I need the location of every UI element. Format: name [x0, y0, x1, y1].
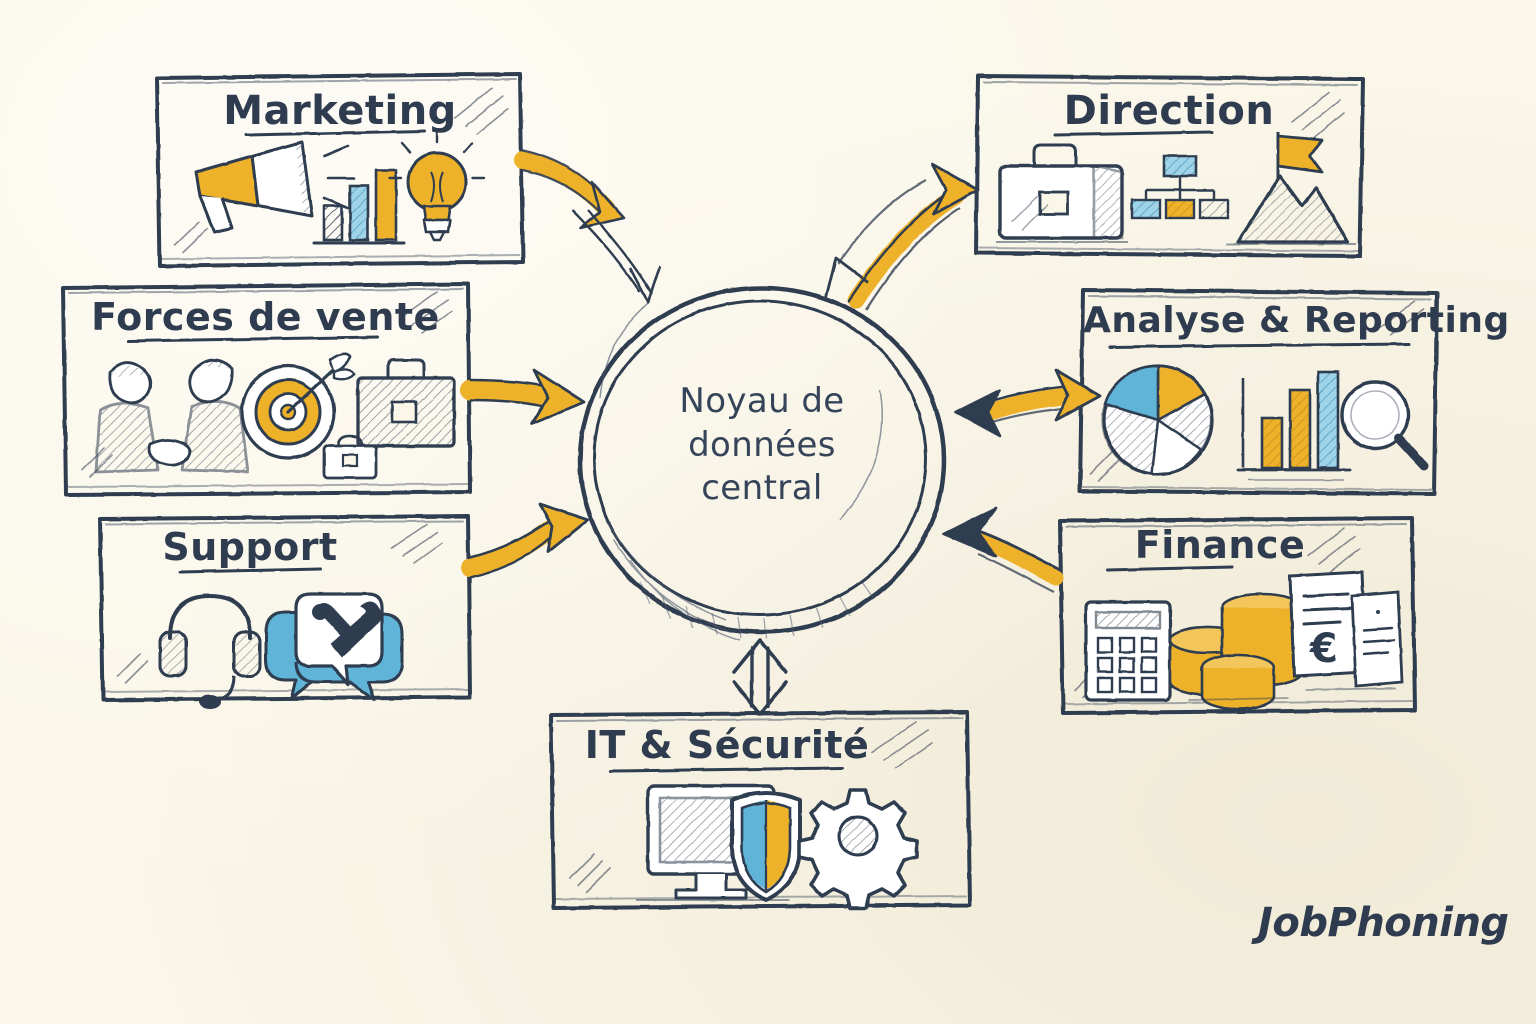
mountain-flag-icon [1226, 132, 1356, 245]
tools-icon [312, 601, 382, 658]
underline-analyse [1108, 342, 1411, 349]
lightbulb-icon [388, 128, 486, 242]
box-title-direction: Direction [1063, 88, 1275, 134]
chat-bubble-icon [264, 592, 404, 702]
icon-group-analyse [1101, 364, 1429, 481]
megaphone-icon [194, 140, 356, 234]
arrow-forces-to-center [460, 368, 586, 426]
invoice-euro-icon: € [1288, 570, 1368, 678]
bar-chart-icon [312, 168, 406, 245]
bar-chart-icon-analyse [1236, 370, 1352, 481]
arrow-finance-to-center [942, 506, 1064, 593]
calculator-icon [1084, 600, 1172, 702]
pie-chart-icon [1101, 364, 1214, 476]
box-frame-direction [974, 74, 1365, 258]
handshake-icon [94, 358, 250, 474]
icon-group-finance: € [1084, 570, 1404, 711]
underline-direction [1053, 130, 1214, 137]
org-chart-icon [1130, 154, 1230, 220]
box-title-support: Support [162, 525, 338, 569]
underline-marketing [244, 129, 426, 137]
central-label-line-1: Noyau de [679, 381, 845, 421]
underline-it [609, 766, 845, 773]
icon-group-marketing [194, 128, 486, 245]
icon-group-it [636, 784, 919, 910]
arrow-support-to-center [460, 502, 590, 580]
box-frame-support [98, 514, 472, 702]
briefcase-icon [356, 358, 456, 448]
arrow-center-analyse [954, 368, 1102, 438]
bag-icon [322, 434, 378, 480]
central-node [577, 285, 947, 641]
arrow-center-direction [824, 162, 980, 311]
headset-icon [158, 593, 262, 709]
box-title-marketing: Marketing [223, 88, 457, 134]
box-frame-analyse [1078, 288, 1439, 496]
gear-icon [797, 788, 919, 910]
box-title-it: IT & Sécurité [584, 723, 870, 767]
underline-support [178, 567, 323, 574]
underline-finance [1105, 565, 1234, 572]
arrow-marketing-to-center [514, 148, 662, 304]
box-title-finance: Finance [1134, 523, 1306, 567]
shield-icon [730, 791, 802, 902]
coin-stack-icon [1168, 592, 1304, 711]
briefcase-icon-direction [996, 143, 1128, 243]
target-icon [240, 352, 356, 460]
icon-group-direction [996, 132, 1356, 245]
icon-group-support [158, 592, 404, 709]
icon-group-forces [94, 352, 456, 480]
box-title-forces: Forces de vente [91, 295, 440, 339]
magnifier-icon [1340, 380, 1429, 471]
svg-text:€: € [1309, 626, 1338, 672]
box-frame-marketing [155, 72, 525, 268]
box-title-analyse: Analyse & Reporting [1083, 300, 1510, 341]
underline-forces [126, 335, 380, 343]
central-node-label: Noyau de données central [612, 380, 912, 511]
arrow-center-it [732, 638, 788, 716]
central-label-line-3: central [701, 468, 823, 509]
jobphoning-logo: JobPhoning [1258, 900, 1509, 946]
central-label-line-2: données [688, 424, 836, 465]
receipt-icon [1350, 590, 1404, 688]
